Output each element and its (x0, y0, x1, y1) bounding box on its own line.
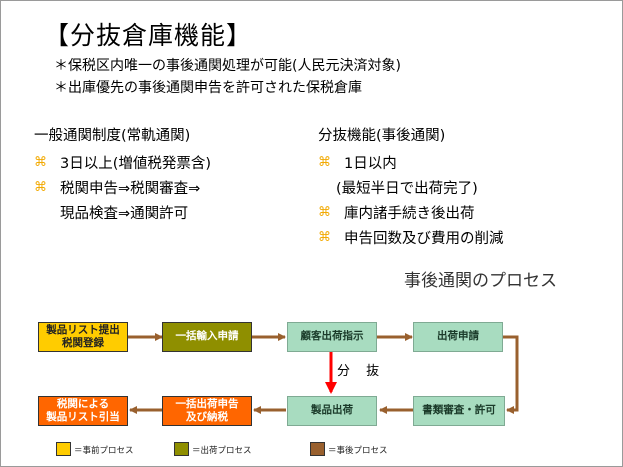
process-title: 事後通関のプロセス (404, 271, 557, 291)
legend-label-post: ＝事後プロセス (328, 446, 388, 456)
left-bullet-2-continuation: 現品検査⇒通関許可 (60, 206, 189, 222)
box-shipping-application: 出荷申請 (413, 322, 503, 352)
legend-label-shipping: ＝出荷プロセス (192, 446, 252, 456)
right-bullet-1: ⌘ 1日以内 (318, 152, 397, 173)
note-2: ＊出庫優先の事後通関申告を許可された保税倉庫 (54, 80, 362, 96)
split-label: 分 抜 (337, 364, 386, 379)
box-line: 税関による (56, 397, 110, 410)
box-line: 製品リスト引当 (46, 411, 120, 423)
bullet-icon: ⌘ (34, 155, 47, 170)
left-bullet-1: ⌘ 3日以上(増値税発票含) (34, 152, 211, 173)
box-bulk-export-declaration: 一括出荷申告及び納税 (162, 396, 252, 426)
box-line: 顧客出荷指示 (300, 330, 364, 343)
left-heading: 一般通関制度(常軌通関) (34, 128, 191, 144)
right-heading: 分抜機能(事後通関) (318, 128, 446, 144)
left-bullet-1-text: 3日以上(増値税発票含) (60, 156, 212, 172)
right-bullet-1-sub: (最短半日で出荷完了) (336, 181, 478, 197)
box-document-review-approval: 書類審査・許可 (413, 396, 505, 426)
right-bullet-1-text: 1日以内 (344, 156, 397, 172)
right-bullet-3-text: 申告回数及び費用の削減 (344, 231, 504, 247)
note-1: ＊保税区内唯一の事後通関処理が可能(人民元決済対象) (54, 58, 401, 74)
right-bullet-3: ⌘ 申告回数及び費用の削減 (318, 227, 504, 248)
bullet-icon: ⌘ (34, 180, 47, 195)
box-line: 税関登録 (62, 337, 104, 349)
box-bulk-import-application: 一括輸入申請 (162, 322, 252, 352)
right-bullet-2: ⌘ 庫内諸手続き後出荷 (318, 202, 475, 223)
legend-swatch-olive (174, 442, 189, 456)
page-title: 【分抜倉庫機能】 (44, 21, 253, 50)
box-customs-list-allocation: 税関による製品リスト引当 (38, 396, 128, 426)
right-bullet-2-text: 庫内諸手続き後出荷 (344, 206, 475, 222)
box-product-list-submission: 製品リスト提出税関登録 (38, 322, 128, 352)
bullet-icon: ⌘ (318, 155, 331, 170)
left-bullet-2: ⌘ 税関申告⇒税関審査⇒ (34, 177, 200, 198)
bullet-icon: ⌘ (318, 205, 331, 220)
box-line: 書類審査・許可 (422, 404, 496, 417)
box-line: 及び納税 (186, 411, 228, 423)
legend-swatch-yellow (56, 442, 71, 456)
legend-swatch-brown (310, 442, 325, 456)
box-line: 一括出荷申告 (175, 397, 239, 410)
box-customer-shipping-instruction: 顧客出荷指示 (287, 322, 377, 352)
arrow-b4-b5 (503, 335, 519, 414)
box-line: 出荷申請 (437, 330, 479, 343)
bullet-icon: ⌘ (318, 230, 331, 245)
left-bullet-2-text: 税関申告⇒税関審査⇒ (60, 181, 201, 197)
box-line: 一括輸入申請 (175, 330, 239, 343)
box-product-shipment: 製品出荷 (287, 396, 377, 426)
box-line: 製品リスト提出 (46, 323, 120, 336)
box-line: 製品出荷 (311, 404, 353, 417)
legend-label-pre: ＝事前プロセス (74, 446, 134, 456)
